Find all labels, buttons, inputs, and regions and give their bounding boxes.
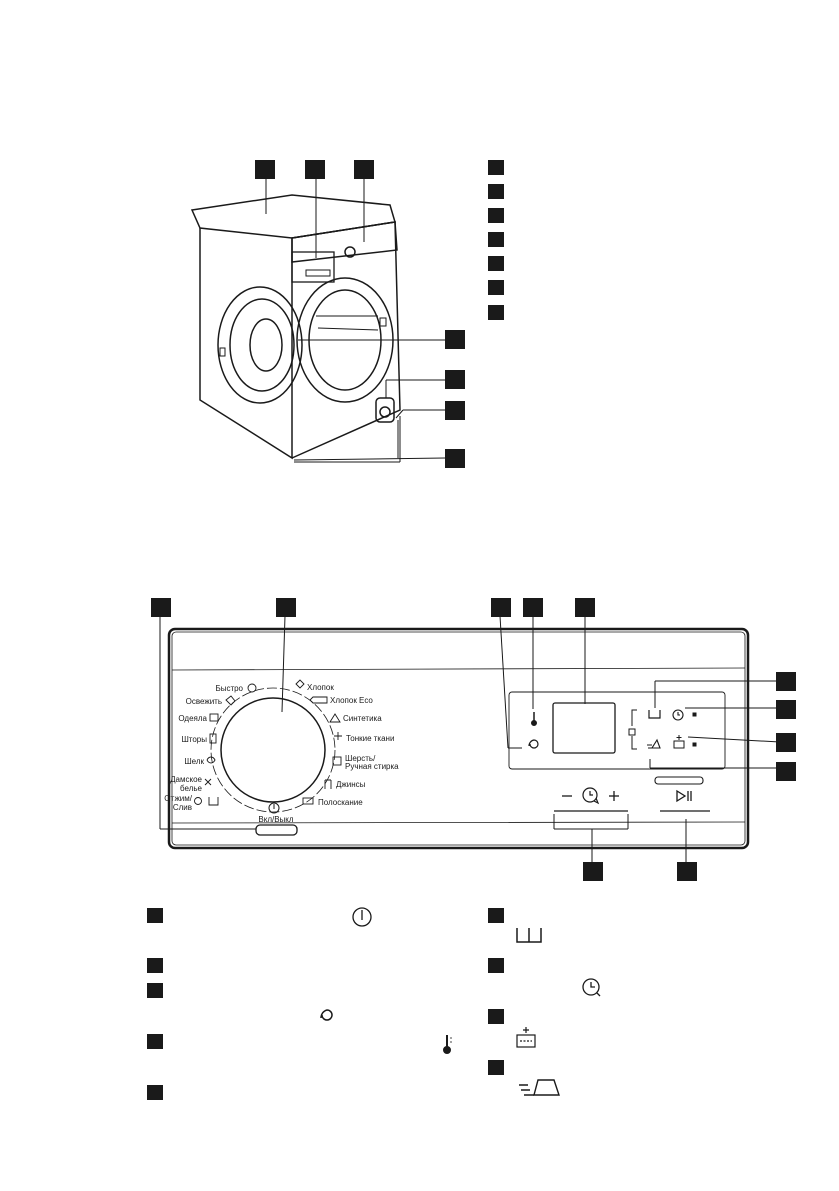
machine-callout-lines <box>265 178 446 461</box>
power-button[interactable] <box>255 824 298 836</box>
machine-legend-markers <box>488 160 504 320</box>
legend-delay-start-icon <box>582 978 601 997</box>
display-indicators <box>628 709 697 750</box>
program-label-cotton: Хлопок <box>307 683 334 692</box>
panel-callout-markers <box>151 598 796 881</box>
washing-machine-illustration <box>190 194 401 463</box>
program-label-wool: Шерсть/ <box>345 754 376 763</box>
program-label-rinse: Полоскание <box>318 798 363 807</box>
time-manager-button[interactable] <box>554 791 628 812</box>
delay-start-icon[interactable] <box>672 709 684 721</box>
legend-markers <box>147 908 504 1100</box>
program-label-delicates: Тонкие ткани <box>346 734 394 743</box>
power-label: Вкл/Выкл <box>258 815 293 824</box>
control-panel <box>167 627 750 850</box>
program-label-refresh: Освежить <box>186 697 222 706</box>
prewash-icon[interactable] <box>648 710 661 719</box>
program-label-synthetics: Синтетика <box>343 714 382 723</box>
legend-power-icon <box>352 907 372 927</box>
program-label-silk: Шелк <box>184 757 204 766</box>
program-label-lingerie: Дамское <box>170 775 202 784</box>
start-pause-icon <box>676 789 692 803</box>
legend-spin-icon <box>320 1009 333 1021</box>
thermometer-icon[interactable] <box>531 712 537 726</box>
legend-thermometer-icon <box>443 1035 452 1054</box>
extra-rinse-icon[interactable] <box>673 735 685 749</box>
program-label-cotton-eco: Хлопок Eco <box>330 696 373 705</box>
easy-iron-icon[interactable] <box>647 738 661 749</box>
dial-labels: Быстро Освежить Одеяла Шторы Шелк Дамско… <box>164 683 399 824</box>
spin-icon[interactable] <box>528 739 539 749</box>
power-icon <box>268 802 280 814</box>
program-label-drain: Слив <box>173 803 192 812</box>
legend-prewash-icon <box>516 928 542 943</box>
panel-callout-lines <box>159 615 781 862</box>
program-label-wool-2: Ручная стирка <box>345 762 399 771</box>
program-label-spin: Отжим/ <box>164 794 192 803</box>
program-label-duvet: Одеяла <box>178 714 207 723</box>
dial-program-icons <box>194 679 342 806</box>
start-pause-button[interactable] <box>654 776 710 812</box>
time-manager-icon <box>582 787 600 805</box>
program-label-quick: Быстро <box>215 684 243 693</box>
program-selector-dial[interactable] <box>210 687 336 813</box>
legend-extra-rinse-icon <box>516 1027 536 1048</box>
legend-easy-iron-icon <box>519 1079 560 1096</box>
machine-callout-markers <box>255 160 465 468</box>
program-label-curtains: Шторы <box>181 735 207 744</box>
program-label-denim: Джинсы <box>336 780 366 789</box>
program-label-lingerie-2: белье <box>180 784 203 793</box>
